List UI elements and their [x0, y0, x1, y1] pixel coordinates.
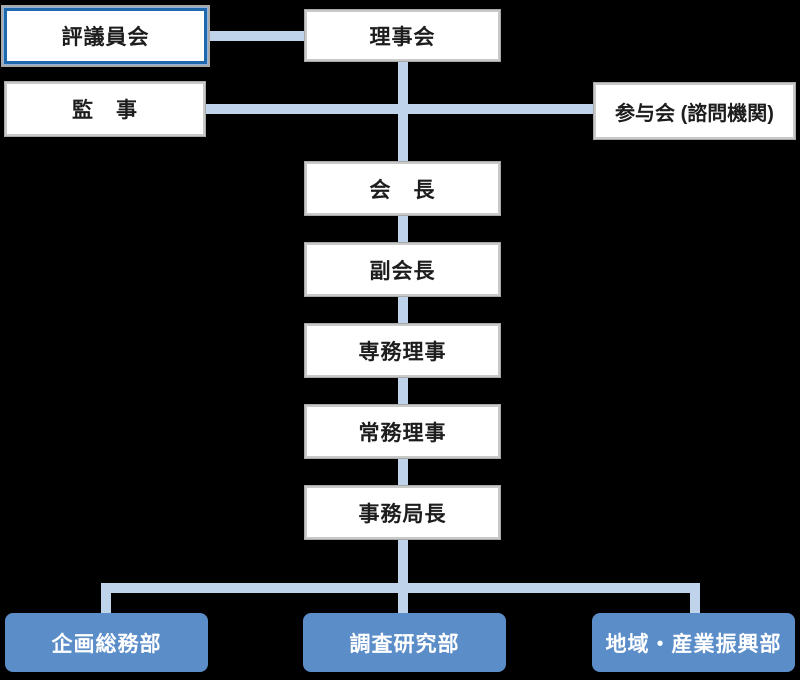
node-rijikai-label: 理事会	[369, 25, 436, 49]
node-hyogiinkai-label: 評議員会	[61, 26, 150, 49]
node-jomuriji-label: 常務理事	[358, 421, 447, 445]
node-rijikai: 理事会	[305, 10, 500, 61]
node-jomuriji: 常務理事	[305, 405, 500, 458]
node-jimukyokucho-label: 事務局長	[358, 502, 447, 526]
node-hyogiinkai: 評議員会	[4, 8, 207, 64]
node-sanyokai: 参与会 (諮問機関)	[594, 83, 795, 139]
connector-drop-right	[690, 583, 700, 614]
node-chosakenkyubu: 調査研究部	[303, 613, 506, 672]
connector-bottom-horizontal	[101, 583, 700, 593]
node-senmuriji-label: 専務理事	[358, 340, 447, 364]
node-kikakusomubu-label: 企画総務部	[51, 632, 162, 656]
node-fukukaicho-label: 副会長	[369, 259, 436, 283]
node-chiikisangyoshinkobu-label: 地域・産業振興部	[605, 632, 782, 656]
node-fukukaicho: 副会長	[305, 243, 500, 296]
node-chiikisangyoshinkobu: 地域・産業振興部	[592, 613, 795, 672]
node-chosakenkyubu-label: 調査研究部	[349, 632, 460, 656]
connector-hyogiinkai-rijikai	[206, 31, 305, 41]
connector-drop-left	[101, 583, 111, 614]
node-kanji: 監 事	[5, 82, 205, 136]
node-sanyokai-label: 参与会 (諮問機関)	[615, 102, 774, 125]
node-kaicho-label: 会 長	[369, 178, 436, 202]
node-kikakusomubu: 企画総務部	[5, 613, 208, 672]
node-senmuriji: 専務理事	[305, 324, 500, 377]
node-jimukyokucho: 事務局長	[305, 486, 500, 539]
node-kanji-label: 監 事	[72, 99, 138, 122]
node-kaicho: 会 長	[305, 162, 500, 215]
